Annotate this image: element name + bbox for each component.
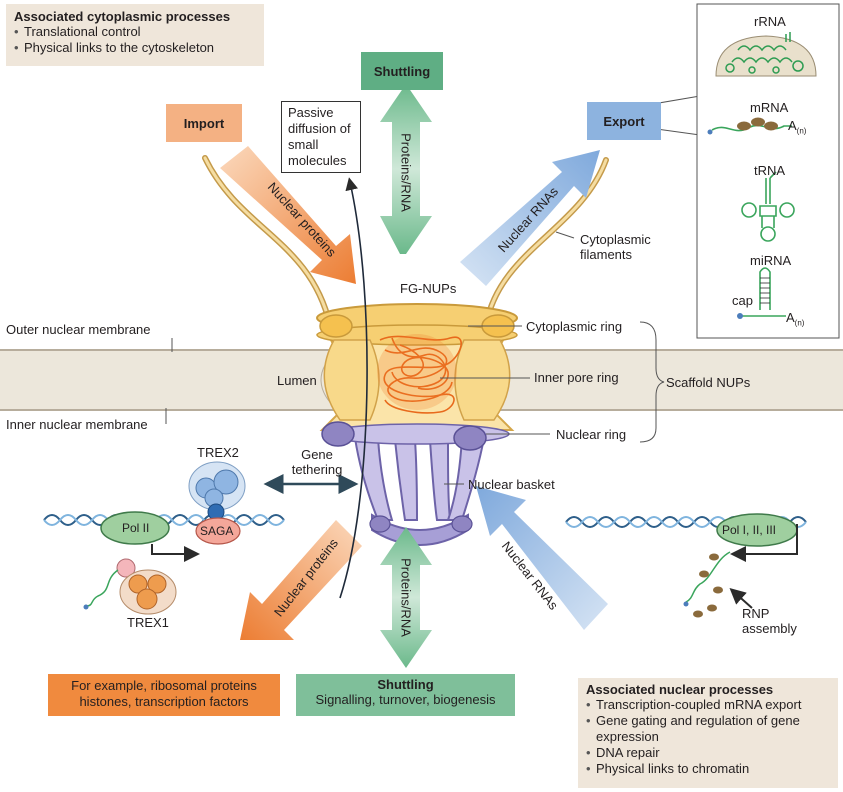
list-item: DNA repair [586, 745, 830, 761]
shuttling-top-tag: Shuttling [361, 52, 443, 90]
list-item: Translational control [14, 24, 256, 40]
trex2-saga-complex [188, 461, 246, 545]
gene-tethering-label: Gene tethering [291, 447, 343, 477]
list-item: Physical links to the cytoskeleton [14, 40, 256, 56]
nuclear-basket-label: Nuclear basket [468, 477, 555, 492]
pol2-label: Pol II [122, 521, 150, 535]
pol2-complex [83, 511, 200, 615]
cytoplasmic-ring-label: Cytoplasmic ring [526, 319, 623, 334]
list-item: Gene gating and regulation of gene expre… [586, 713, 830, 745]
examples-line1: For example, ribosomal proteins [71, 678, 257, 693]
export-arrow-top [460, 150, 600, 286]
cytoplasmic-processes-title: Associated cytoplasmic processes [14, 9, 231, 24]
rnp-assembly-label: RNP assembly [742, 606, 797, 636]
shuttling-arrow-bottom [380, 527, 432, 668]
proteins-rna-bottom-label: Proteins/RNA [398, 558, 414, 637]
list-item: Transcription-coupled mRNA export [586, 697, 830, 713]
proteins-rna-top-label: Proteins/RNA [398, 133, 414, 212]
pol123-complex [683, 513, 798, 618]
lumen-label: Lumen [277, 373, 317, 388]
nuclear-processes-box: Associated nuclear processes Transcripti… [578, 678, 838, 788]
import-arrow-bottom [240, 520, 362, 640]
examples-line2: histones, transcription factors [79, 694, 249, 709]
mrna-label: mRNA [750, 100, 789, 115]
cytoplasmic-filaments-label: Cytoplasmic filaments [580, 232, 651, 262]
import-arrow-top [220, 146, 356, 284]
fg-nups-label: FG-NUPs [400, 281, 457, 296]
cytoplasmic-processes-list: Translational control Physical links to … [14, 24, 256, 56]
nuclear-processes-list: Transcription-coupled mRNA export Gene g… [586, 697, 830, 777]
fg-nups-mesh [379, 335, 462, 414]
inner-pore-ring-label: Inner pore ring [534, 370, 619, 385]
examples-box: For example, ribosomal proteins histones… [48, 674, 280, 716]
outer-membrane-label: Outer nuclear membrane [6, 322, 151, 337]
list-item: Physical links to chromatin [586, 761, 830, 777]
scaffold-nups-label: Scaffold NUPs [666, 375, 751, 390]
trex1-label: TREX1 [127, 615, 169, 630]
export-arrow-bottom [476, 486, 608, 630]
nuclear-processes-title: Associated nuclear processes [586, 682, 774, 697]
shuttling-bottom-title: Shuttling [377, 677, 434, 692]
mrna-polya-label: A(n) [788, 118, 807, 136]
cytoplasmic-ring-left [319, 314, 353, 338]
cytoplasmic-processes-box: Associated cytoplasmic processes Transla… [6, 4, 264, 66]
trna-label: tRNA [754, 163, 786, 178]
shuttling-arrow-top [380, 84, 432, 254]
shuttling-bottom-box: Shuttling Signalling, turnover, biogenes… [296, 674, 515, 716]
mirna-label: miRNA [750, 253, 792, 268]
shuttling-bottom-sub: Signalling, turnover, biogenesis [315, 692, 496, 707]
pol123-label: Pol I, II, III [722, 523, 777, 537]
import-tag: Import [166, 104, 242, 142]
passive-diffusion-arrow [339, 177, 368, 599]
mirna-cap-label: cap [732, 293, 753, 308]
nuclear-ring-label: Nuclear ring [556, 427, 627, 442]
passive-diffusion-box: Passive diffusion of small molecules [281, 101, 361, 173]
export-tag: Export [587, 102, 661, 140]
trex2-label: TREX2 [197, 445, 239, 460]
inner-membrane-label: Inner nuclear membrane [6, 417, 148, 432]
rrna-label: rRNA [754, 14, 786, 29]
rna-panel-graphics [696, 3, 840, 339]
saga-label: SAGA [200, 524, 234, 538]
mirna-polya-label: A(n) [786, 310, 805, 328]
